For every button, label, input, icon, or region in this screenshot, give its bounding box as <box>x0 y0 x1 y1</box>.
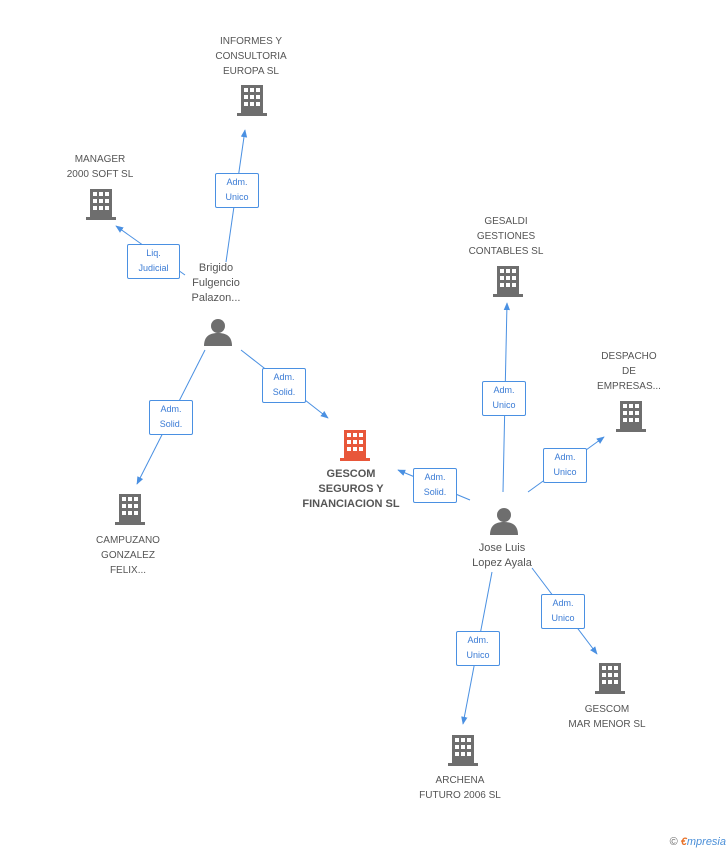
person-icon-brigido[interactable] <box>204 319 232 346</box>
edge-label-e9[interactable]: Adm.Unico <box>541 594 585 629</box>
footer-brand: © €mpresia <box>670 836 726 848</box>
company-label-informes[interactable]: INFORMES Y CONSULTORIA EUROPA SL <box>215 36 287 77</box>
edge-label-e6[interactable]: Adm.Unico <box>543 448 587 483</box>
company-label-campuzano[interactable]: CAMPUZANO GONZALEZ FELIX... <box>96 535 160 576</box>
edge-label-e3[interactable]: Adm.Solid. <box>262 368 306 403</box>
building-icon-archena[interactable] <box>448 735 478 766</box>
company-label-gescom-main[interactable]: GESCOM SEGUROS Y FINANCIACION SL <box>302 468 400 510</box>
building-icon-gesaldi[interactable] <box>493 266 523 297</box>
brand-name: mpresia <box>686 836 726 848</box>
building-icon-informes[interactable] <box>237 85 267 116</box>
company-label-manager[interactable]: MANAGER 2000 SOFT SL <box>66 154 134 180</box>
building-icon-gescom-mar[interactable] <box>595 663 625 694</box>
person-icon-jose[interactable] <box>490 508 518 535</box>
company-label-gescom-mar[interactable]: GESCOM MAR MENOR SL <box>568 704 646 730</box>
company-label-gesaldi[interactable]: GESALDI GESTIONES CONTABLES SL <box>468 216 544 257</box>
person-label-brigido[interactable]: Brigido Fulgencio Palazon... <box>191 262 241 304</box>
company-label-despacho[interactable]: DESPACHO DE EMPRESAS... <box>597 351 661 392</box>
edge-label-e8[interactable]: Adm.Unico <box>456 631 500 666</box>
company-label-archena[interactable]: ARCHENA FUTURO 2006 SL <box>419 775 501 801</box>
edge-label-e2[interactable]: Liq.Judicial <box>127 244 180 279</box>
building-icon-gescom-main[interactable] <box>340 430 370 461</box>
building-icon-campuzano[interactable] <box>115 494 145 525</box>
building-icon-manager[interactable] <box>86 189 116 220</box>
edge-label-e5[interactable]: Adm.Unico <box>482 381 526 416</box>
brand-logo-e: € <box>680 836 687 848</box>
building-icon-despacho[interactable] <box>616 401 646 432</box>
copyright-symbol: © <box>669 836 678 848</box>
edge-label-e4[interactable]: Adm.Solid. <box>149 400 193 435</box>
edge-label-e7[interactable]: Adm.Solid. <box>413 468 457 503</box>
person-label-jose[interactable]: Jose Luis Lopez Ayala <box>472 542 532 569</box>
edge-label-e1[interactable]: Adm.Unico <box>215 173 259 208</box>
